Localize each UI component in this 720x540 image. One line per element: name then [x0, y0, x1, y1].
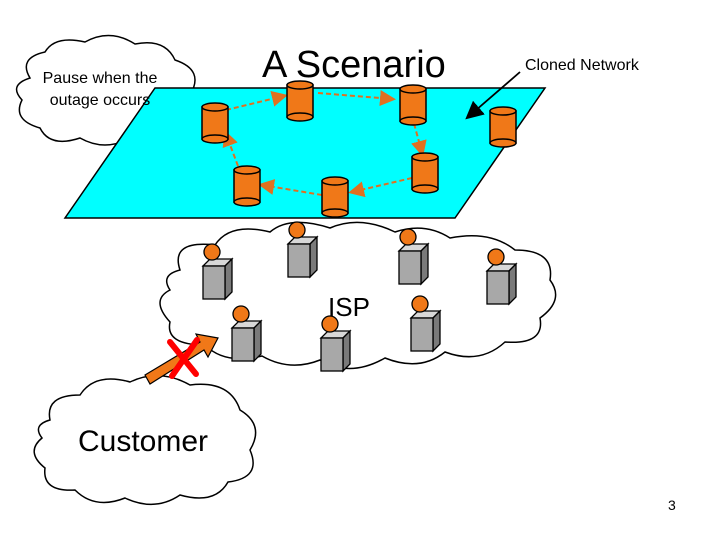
- customer-cloud: [33, 374, 257, 505]
- x-mark-icon: [167, 337, 200, 379]
- cloned-node-cylinder-icon: [201, 102, 229, 144]
- cloned-node-cylinder-icon: [399, 84, 427, 126]
- cloned-network-label: Cloned Network: [525, 57, 639, 74]
- cloned-node-cylinder-icon: [233, 165, 261, 207]
- cloned-link: [348, 177, 413, 198]
- cloned-node-cylinder-icon: [286, 80, 314, 122]
- pause-note-label: Pause when the outage occurs: [42, 70, 158, 109]
- failed-link: [144, 333, 219, 385]
- cloned-link: [258, 179, 323, 196]
- cloned-link: [225, 91, 288, 111]
- page-number: 3: [668, 497, 676, 513]
- cloned-link: [317, 90, 396, 107]
- cloned-node-cylinder-icon: [489, 106, 517, 148]
- cloned-network-pointer-arrow: [465, 71, 521, 120]
- cloned-link: [411, 115, 427, 157]
- cloned-node-cylinder-icon: [411, 152, 439, 194]
- isp-label: ISP: [328, 292, 370, 322]
- slide-title: A Scenario: [262, 44, 446, 86]
- cloned-node-cylinder-icon: [321, 176, 349, 218]
- customer-label: Customer: [78, 425, 209, 458]
